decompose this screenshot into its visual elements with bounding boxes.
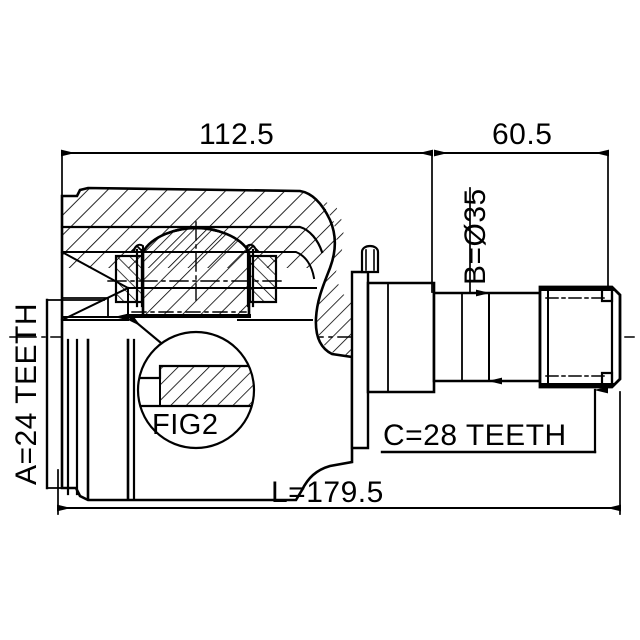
flange-tab	[360, 244, 380, 274]
detail-callout-label-fig2: FIG2	[152, 409, 219, 441]
dimension-label-60-5: 60.5	[492, 118, 553, 151]
cage-block-right	[248, 254, 278, 304]
spec-label-a-teeth: A=24 TEETH	[10, 302, 43, 485]
shaft-section-mid	[432, 291, 542, 383]
retainer-tip-right	[245, 244, 261, 254]
housing-wall-inner-line	[60, 225, 324, 254]
housing-bore-line-upper	[61, 251, 316, 280]
dimension-label-112-5: 112.5	[199, 118, 275, 151]
shaft-section-large	[366, 281, 436, 394]
roller-right-cap	[246, 243, 258, 254]
retainer-tip-left	[129, 244, 145, 254]
shaft-flange	[350, 270, 370, 450]
roller-left-cap	[132, 243, 144, 254]
dimension-label-b-diameter: B=Ø35	[459, 188, 492, 285]
spec-label-c-teeth: C=28 TEETH	[383, 419, 567, 452]
roller-right	[246, 248, 255, 308]
inner-race-core	[141, 226, 251, 318]
roller-left	[135, 248, 144, 308]
dimension-label-overall-length: L=179.5	[271, 476, 384, 509]
